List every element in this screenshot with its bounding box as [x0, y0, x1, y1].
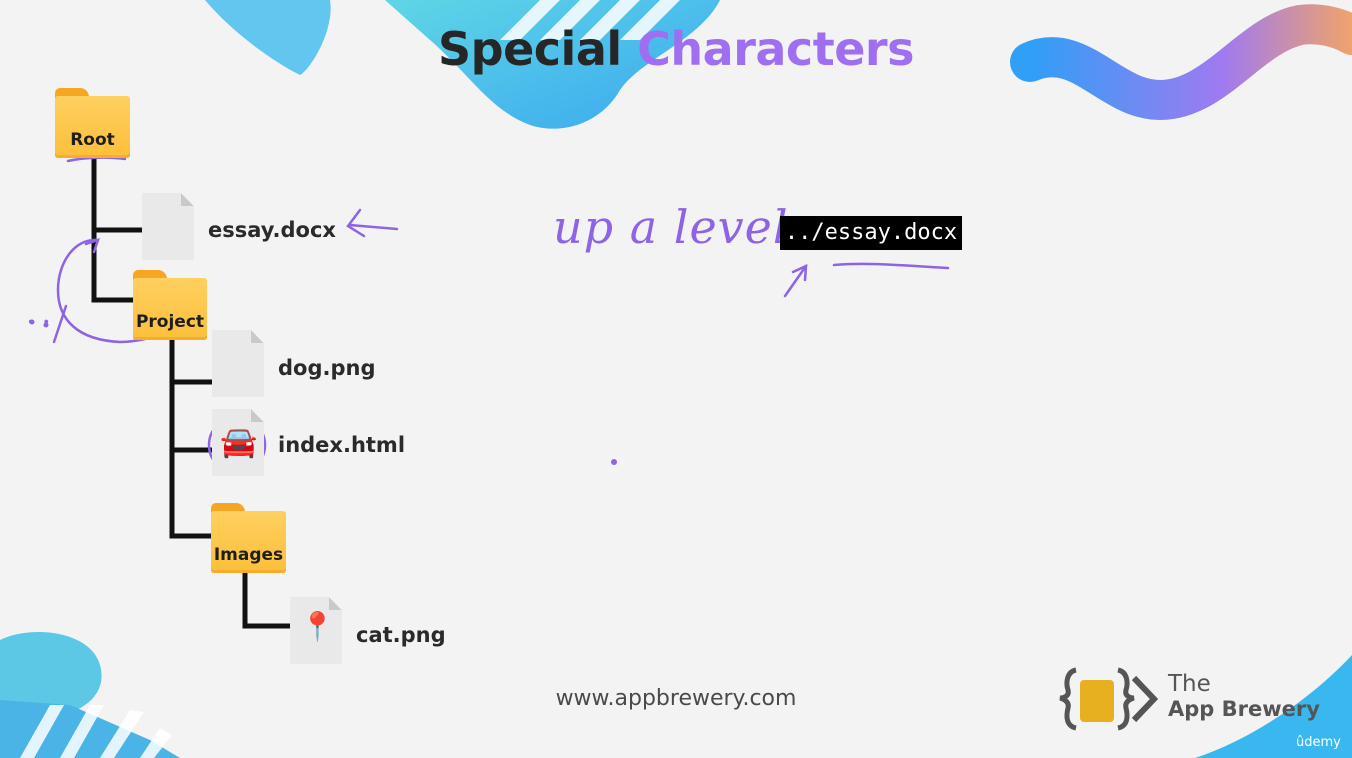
dog-file-label: dog.png [278, 356, 376, 380]
title-word-2: Characters [637, 22, 914, 76]
tree-connectors [91, 158, 290, 629]
essay-file-icon [142, 193, 194, 260]
brand-line-1: The [1168, 671, 1211, 697]
relative-path-command: ../essay.docx [780, 216, 962, 250]
dog-file-icon [212, 330, 264, 397]
stripes-top [500, 0, 680, 40]
app-brewery-logo [1059, 667, 1159, 731]
blob-top-left [205, 0, 331, 75]
footer-url: www.appbrewery.com [555, 686, 797, 711]
images-folder-label: Images [213, 545, 284, 565]
stripes-bottom-left [20, 705, 172, 758]
project-folder-label: Project [135, 312, 205, 332]
blob-bottom-right [1195, 655, 1352, 758]
images-folder-icon: Images [211, 503, 286, 573]
blob-bottom-left [0, 632, 102, 716]
cat-file-label: cat.png [356, 623, 446, 647]
cat-file-icon [290, 597, 342, 664]
udemy-watermark: ûdemy [1296, 735, 1341, 750]
essay-file-label: essay.docx [208, 218, 336, 242]
handwritten-dots [29, 319, 617, 465]
ribbon-top-right [1010, 4, 1352, 121]
brand-line-2: App Brewery [1168, 697, 1320, 721]
slide-title: Special Characters [0, 22, 1352, 76]
title-word-1: Special [438, 22, 622, 76]
root-folder-label: Root [70, 130, 115, 150]
handwritten-dots-text: .. [26, 296, 58, 331]
project-folder-icon: Project [133, 270, 207, 340]
pushpin-icon: 📍 [300, 610, 335, 643]
handwritten-up-a-level: up a level [553, 200, 789, 254]
root-folder-icon: Root [55, 88, 130, 158]
car-icon: 🚘 [220, 425, 258, 460]
index-file-label: index.html [278, 433, 406, 457]
